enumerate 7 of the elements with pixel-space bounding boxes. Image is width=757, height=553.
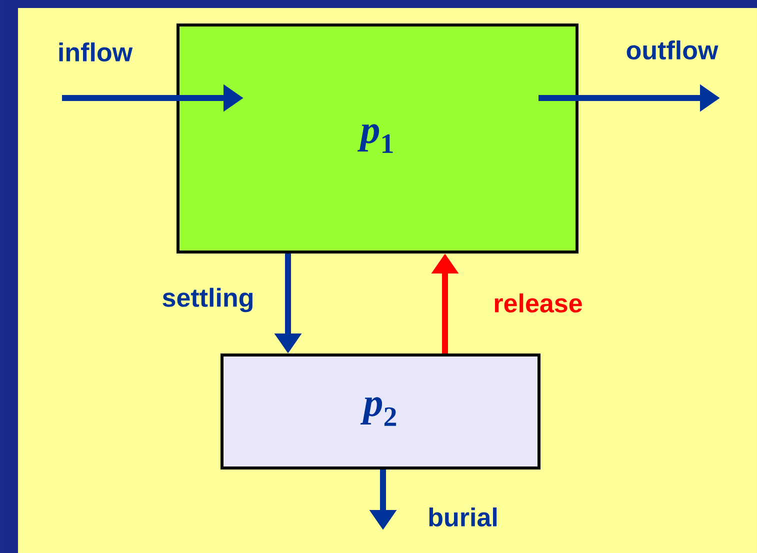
edge-label: burial — [429, 507, 497, 527]
edge-label: settling — [162, 288, 252, 312]
process-box: p$_{2}$ — [220, 354, 540, 470]
edge-label: inflow — [59, 42, 133, 62]
process-box: p$_{1}$ — [176, 24, 578, 254]
edge-label: release — [494, 293, 582, 313]
edge-label: outflow — [626, 40, 718, 60]
